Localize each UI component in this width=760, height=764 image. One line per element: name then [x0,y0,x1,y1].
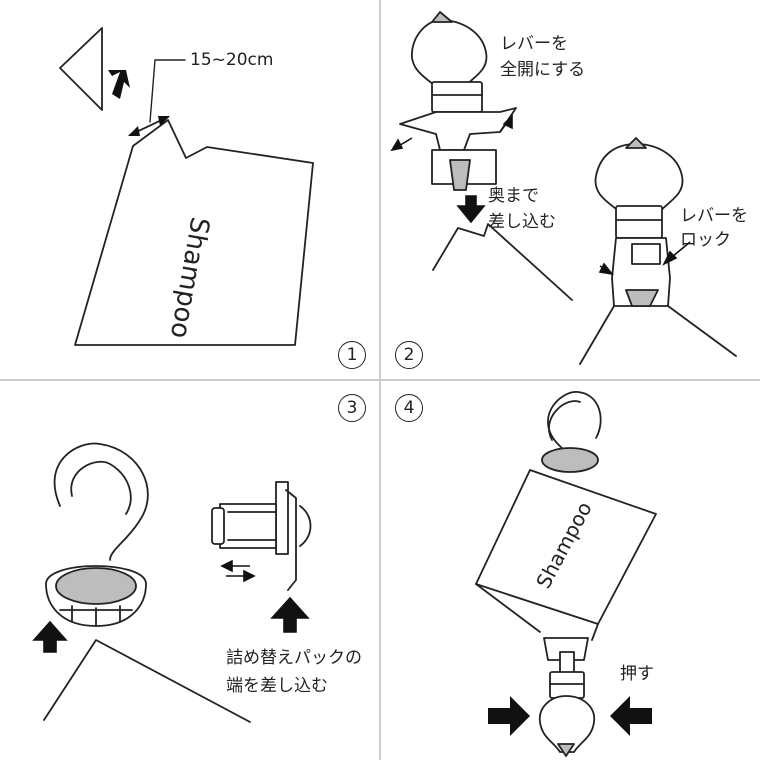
shampoo-label-1: Shampoo [164,215,215,341]
nozzle-side [219,503,277,549]
cut-corner-piece [59,27,103,111]
step-lock-line2: ロック [680,230,731,250]
panel-2-arrows-icon [390,114,691,276]
hook-top [547,391,602,449]
pump-knob-tip [431,11,453,23]
cup-inner [55,567,137,605]
pump-knob-upper [411,19,488,91]
pump-knob-right-tip [625,137,647,149]
panel-3-arrows-icon [32,559,310,653]
step-lock-line1: レバーを [680,206,748,226]
pack-edge-outline [43,639,251,723]
opened-lever [399,107,517,151]
panel-3-drawing [43,442,312,723]
arrow-up-right3-icon [270,596,310,633]
step-number-4: 4 [395,394,423,422]
push-label: 押す [620,664,654,684]
measure-leader [149,59,186,123]
refill-pack-outline [74,119,314,346]
pump-collar-right [615,205,663,239]
step-number-3: 3 [338,394,366,422]
measure-label: 15~20cm [190,50,274,70]
pump-knob-right [594,143,684,215]
step-insert-line2: 差し込む [488,212,556,232]
slot-side-view [275,481,289,555]
arrow-down-icon [456,195,486,224]
step-number-2: 2 [395,341,423,369]
pump-collar-upper [431,81,483,113]
step-3-caption-line2: 端を差し込む [226,676,328,696]
measure-arrowheads-icon [128,116,170,136]
step-3-caption-line1: 詰め替えパックの [226,648,362,668]
step-open-lever-line2: 全開にする [500,60,586,80]
pack-right-outline [579,305,737,365]
step-insert-line1: 奥まで [488,186,539,206]
step-number-1: 1 [338,341,366,369]
step-open-lever-line1: レバーを [500,34,568,54]
push-arrow-right-icon [610,696,652,736]
pump-collar-bottom [549,671,585,699]
cup-top [541,447,599,473]
hanger-hook [53,442,149,561]
panel-4-drawing [475,391,657,757]
panel-4-arrows-icon [488,696,652,736]
pack-top-outline [432,223,573,301]
arrow-up-left-icon [32,620,68,653]
push-arrow-left-icon [488,696,530,736]
arrow-up-right-icon [108,70,130,99]
pump-valve-bottom [543,637,589,661]
panel-2-drawing [399,11,737,365]
